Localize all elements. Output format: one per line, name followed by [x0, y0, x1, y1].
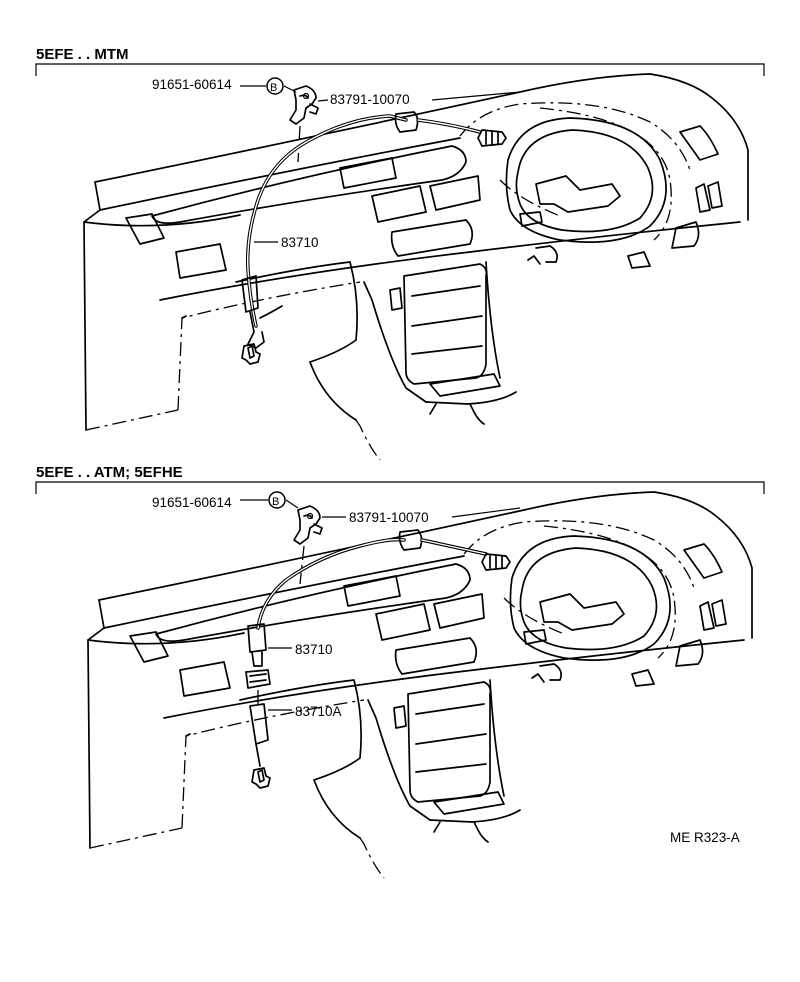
bolt-symbol-circle — [268, 491, 286, 509]
section-heading-mtm: 5EFE . . MTM — [36, 46, 129, 63]
diagram-code: ME R323-A — [670, 830, 740, 845]
section-bracket — [35, 481, 765, 494]
transmission-connector — [251, 767, 271, 789]
instrument-panel-drawing — [87, 491, 753, 879]
clamp-position-line — [297, 125, 301, 163]
clamp-leader-line-2 — [451, 507, 521, 518]
clamp-position-line — [299, 545, 305, 585]
clamp-bracket — [289, 85, 319, 125]
section-bracket — [35, 63, 765, 76]
clamp-bracket — [293, 505, 323, 545]
bolt-part-number: 91651-60614 — [152, 77, 232, 92]
speedometer-cable — [241, 111, 507, 365]
speedometer-cable — [245, 529, 511, 789]
section-heading-atm: 5EFE . . ATM; 5EFHE — [36, 464, 183, 481]
meter-connector — [477, 129, 507, 147]
bolt-symbol-circle — [266, 77, 284, 95]
bolt-leader-line-2 — [285, 499, 299, 509]
cable-part-number: 83710 — [281, 235, 319, 250]
clamp-part-number: 83791-10070 — [330, 92, 410, 107]
cable-part-number: 83710 — [295, 642, 333, 657]
bolt-symbol-letter: B — [272, 496, 279, 508]
bolt-part-number: 91651-60614 — [152, 495, 232, 510]
clamp-leader-line — [317, 99, 329, 102]
instrument-panel-drawing — [83, 73, 749, 461]
clamp-part-number: 83791-10070 — [349, 510, 429, 525]
meter-connector — [481, 553, 511, 571]
bolt-symbol-letter: B — [270, 82, 277, 94]
section-atm-efhe: 5EFE . . ATM; 5EFHE 91651-60614 B 83791-… — [35, 464, 765, 879]
sub-cable-part-number: 83710A — [295, 704, 342, 719]
clamp-leader-line-2 — [431, 91, 521, 101]
section-mtm: 5EFE . . MTM 91651-60614 B 83791-10070 — [35, 46, 765, 461]
